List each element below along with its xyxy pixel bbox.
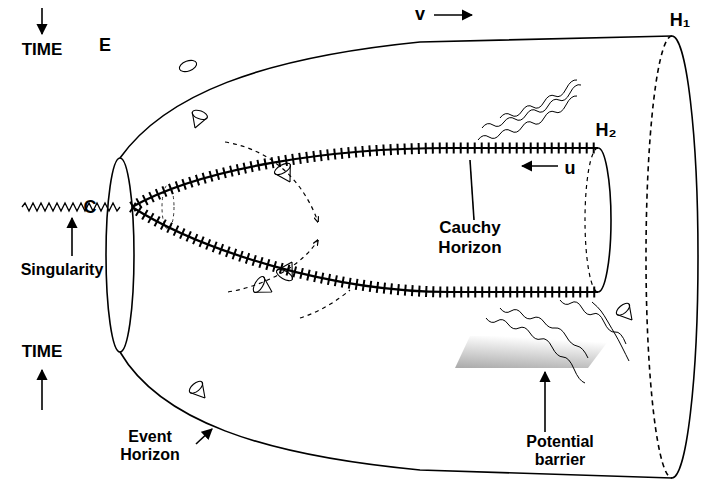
potential-barrier-label: Potential barrier [505, 433, 615, 470]
singularity-label: Singularity [21, 261, 104, 279]
point-label: E [99, 35, 111, 56]
coordinate-label: v [415, 4, 425, 25]
event-horizon [106, 36, 698, 478]
cauchy-horizon-label: Cauchy Horizon [425, 218, 515, 257]
pointer-arrows [42, 8, 558, 444]
infall-trajectories [225, 142, 350, 318]
time-label: TIME [22, 342, 63, 362]
singularity-zigzag [22, 203, 120, 211]
coordinate-label: u [565, 158, 576, 179]
horizon-label: H₂ [596, 120, 617, 141]
point-label: C [84, 197, 97, 218]
event-horizon-label: Event Horizon [108, 428, 192, 465]
horizon-label: H₁ [670, 10, 690, 31]
cauchy-horizon [132, 148, 611, 292]
potential-barrier [455, 336, 612, 368]
light-cones [178, 58, 638, 403]
time-label: TIME [22, 40, 63, 60]
